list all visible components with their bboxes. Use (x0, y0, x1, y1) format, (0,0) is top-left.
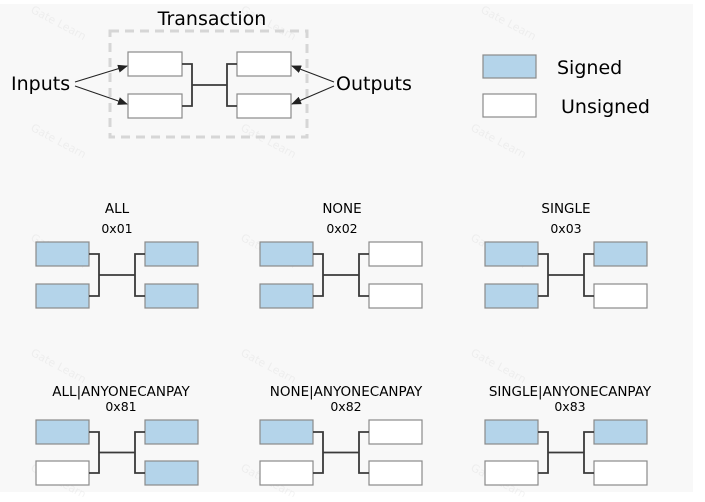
sighash-panel: SINGLE 0x03 (484, 201, 648, 309)
sighash-name: SINGLE|ANYONECANPAY (489, 384, 652, 400)
sighash-code: 0x81 (105, 399, 136, 414)
panel-connector (538, 431, 594, 474)
unsigned-output-box (593, 283, 648, 309)
overview-input-box (127, 93, 183, 119)
sighash-name: NONE (322, 201, 361, 217)
overview-transaction: Transaction Inputs Outputs (11, 8, 412, 139)
overview-input-box (127, 51, 183, 77)
signed-input-box (259, 283, 314, 309)
sighash-code: 0x02 (326, 221, 357, 236)
signed-input-box (484, 283, 539, 309)
panel-connector (89, 253, 145, 297)
sighash-panel: ALL 0x01 (35, 201, 199, 309)
signed-input-box (259, 241, 314, 267)
signed-input-box (35, 241, 90, 267)
sighash-code: 0x82 (330, 399, 361, 414)
transaction-title: Transaction (157, 8, 267, 30)
outputs-arrow (291, 65, 335, 83)
unsigned-output-box (368, 419, 423, 445)
signed-input-box (259, 419, 314, 445)
signed-output-box (593, 419, 648, 445)
sighash-code: 0x03 (550, 221, 581, 236)
sighash-name: ALL|ANYONECANPAY (52, 384, 190, 400)
overview-output-box (236, 51, 292, 77)
inputs-arrow (74, 64, 128, 83)
panel-connector (538, 253, 594, 297)
unsigned-input-box (259, 460, 314, 486)
inputs-label: Inputs (11, 73, 70, 95)
legend: Signed Unsigned (482, 54, 650, 118)
sighash-name: NONE|ANYONECANPAY (270, 384, 423, 400)
outputs-arrow (291, 85, 335, 105)
signed-input-box (484, 241, 539, 267)
panel-connector (89, 431, 145, 474)
unsigned-output-box (368, 283, 423, 309)
panel-connector (313, 431, 369, 474)
panel-connector (313, 253, 369, 297)
sighash-name: SINGLE (541, 201, 590, 217)
transaction-dashed-frame (108, 29, 309, 139)
overview-output-box (236, 93, 292, 119)
sighash-name: ALL (105, 201, 130, 217)
sighash-code: 0x83 (554, 399, 585, 414)
signed-output-box (144, 241, 199, 267)
background-panel (0, 4, 693, 492)
unsigned-output-box (593, 460, 648, 486)
signed-input-box (35, 419, 90, 445)
unsigned-output-box (368, 241, 423, 267)
overview-connector (182, 63, 237, 107)
sighash-panel: NONE 0x02 (259, 201, 423, 309)
signed-output-box (593, 241, 648, 267)
unsigned-input-box (484, 460, 539, 486)
unsigned-input-box (35, 460, 90, 486)
sighash-panels: ALL 0x01 NONE 0x02 SINGLE 0x03ALL|ANYONECANPA… (35, 201, 652, 486)
signed-output-box (144, 460, 199, 486)
legend-unsigned-swatch (482, 93, 537, 118)
legend-unsigned-label: Unsigned (561, 96, 650, 118)
legend-signed-label: Signed (557, 57, 622, 79)
inputs-arrow (74, 85, 128, 105)
sighash-code: 0x01 (101, 221, 132, 236)
signed-output-box (144, 283, 199, 309)
unsigned-output-box (368, 460, 423, 486)
signed-output-box (144, 419, 199, 445)
signed-input-box (35, 283, 90, 309)
outputs-label: Outputs (336, 73, 412, 95)
signed-input-box (484, 419, 539, 445)
legend-signed-swatch (482, 54, 537, 79)
